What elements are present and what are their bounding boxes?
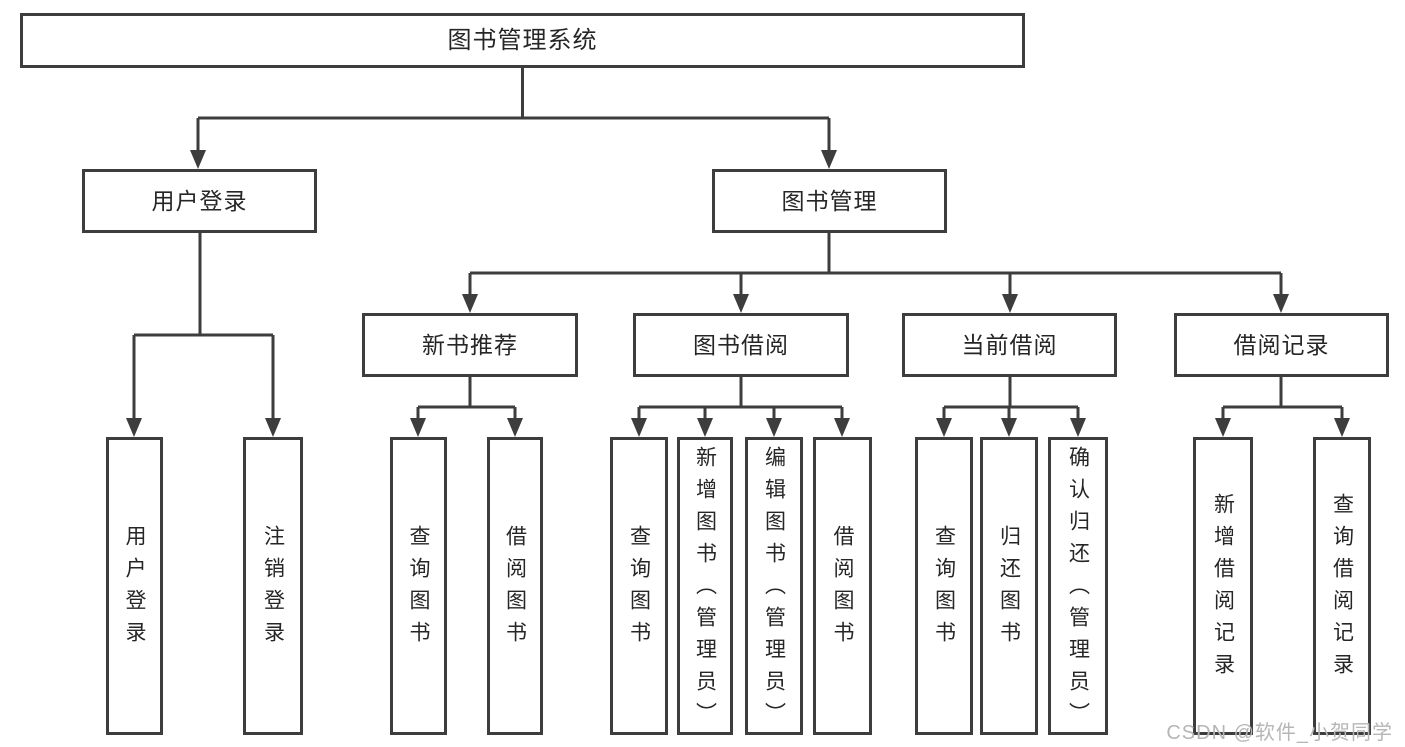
node-book-borrowing: 图书借阅 — [633, 313, 849, 377]
node-borrowing-records: 借阅记录 — [1174, 313, 1389, 377]
node-current-borrowing: 当前借阅 — [902, 313, 1117, 377]
leaf-user-login: 用户登录 — [106, 437, 163, 735]
leaf-query-books: 查询图书 — [915, 437, 973, 735]
node-library-management-system: 图书管理系统 — [20, 13, 1025, 68]
leaf-logout: 注销登录 — [243, 437, 303, 735]
node-new-book-recommendation: 新书推荐 — [362, 313, 578, 377]
leaf-borrow-books: 借阅图书 — [813, 437, 872, 735]
leaf-query-books: 查询图书 — [610, 437, 668, 735]
csdn-watermark: CSDN @软件_小贺同学 — [1166, 722, 1393, 744]
leaf-add-borrow-record: 新增借阅记录 — [1193, 437, 1253, 735]
leaf-query-books: 查询图书 — [390, 437, 447, 735]
leaf-return-books: 归还图书 — [980, 437, 1038, 735]
leaf-add-books-admin: 新增图书（管理员） — [677, 437, 733, 735]
leaf-edit-books-admin: 编辑图书（管理员） — [745, 437, 803, 735]
leaf-borrow-books: 借阅图书 — [487, 437, 543, 735]
node-user-login: 用户登录 — [82, 169, 317, 233]
leaf-query-borrow-record: 查询借阅记录 — [1313, 437, 1371, 735]
node-book-management: 图书管理 — [712, 169, 947, 233]
leaf-confirm-return-admin: 确认归还（管理员） — [1048, 437, 1108, 735]
